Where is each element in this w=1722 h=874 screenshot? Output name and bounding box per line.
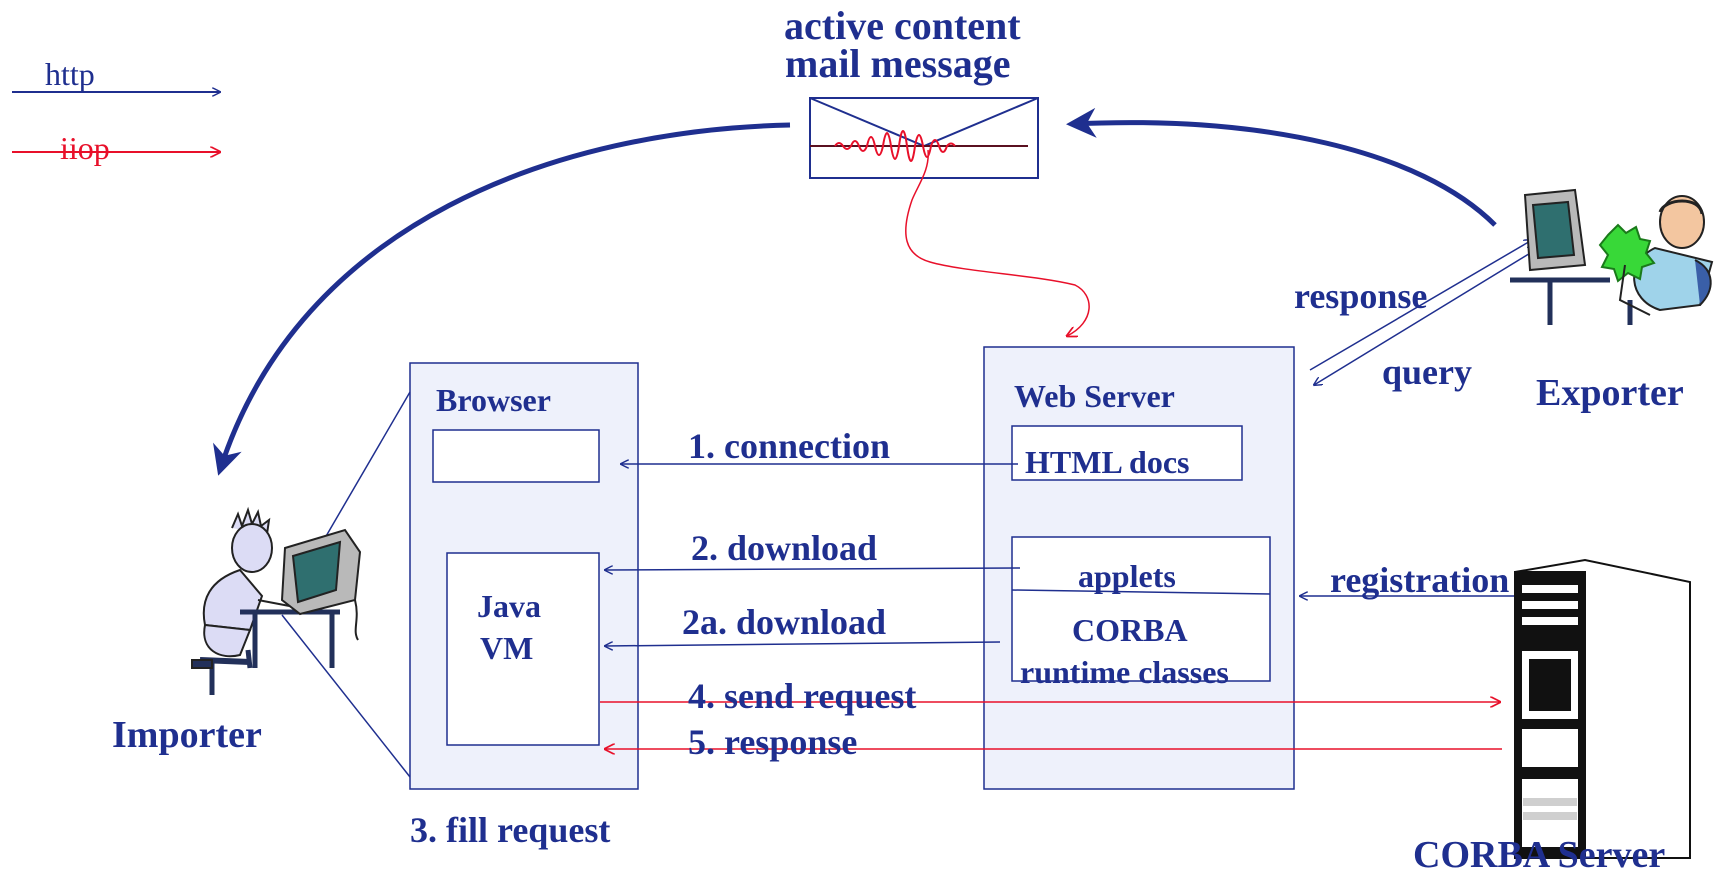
active-content-link [905, 149, 1090, 336]
importer-monitor-icon [280, 528, 362, 641]
java-vm-line2: VM [480, 630, 534, 666]
corba-runtime-line2: runtime classes [1020, 654, 1229, 690]
importer-label: Importer [112, 714, 262, 756]
importer-view-line-top [317, 391, 411, 551]
exporter-label: Exporter [1536, 372, 1684, 414]
legend-http-label: http [45, 56, 95, 92]
response-arrow [1309, 240, 1532, 371]
mail-to-importer-arrow [213, 122, 791, 476]
applets-label: applets [1078, 558, 1176, 594]
importer-person-icon [191, 506, 340, 695]
download-a-label: 2a. download [682, 602, 887, 642]
browser-address-bar [432, 429, 600, 483]
connection-label: 1. connection [688, 426, 890, 466]
corba-server-label: CORBA Server [1413, 834, 1666, 874]
response-label: response [1294, 276, 1428, 316]
html-docs-box [1011, 425, 1243, 481]
exporter-to-mail-arrow [1066, 107, 1497, 227]
corba-server-icon [1514, 558, 1691, 859]
mail-envelope-icon [809, 97, 1039, 179]
corba-runtime-line1: CORBA [1072, 612, 1188, 648]
html-docs-label: HTML docs [1025, 444, 1190, 480]
browser-title: Browser [436, 382, 551, 418]
download-arrow [605, 568, 1021, 570]
download-label: 2. download [691, 528, 878, 568]
applets-corba-box [1011, 536, 1271, 682]
send-request-label: 4. send request [688, 676, 917, 716]
response-iiop-label: 5. response [688, 722, 858, 762]
web-server-title: Web Server [1014, 378, 1175, 414]
mail-title-line2: mail message [785, 41, 1011, 86]
exporter-person-icon [1510, 188, 1714, 325]
applets-divider [1011, 589, 1271, 595]
query-arrow [1314, 251, 1533, 385]
query-label: query [1382, 352, 1472, 392]
fill-request-label: 3. fill request [410, 810, 611, 850]
java-vm-box [446, 552, 600, 746]
legend-iiop-label: iiop [60, 130, 110, 166]
java-vm-line1: Java [477, 588, 541, 624]
mail-title-line1: active content [784, 3, 1021, 48]
download-a-arrow [605, 641, 1001, 646]
registration-label: registration [1330, 560, 1510, 600]
importer-view-line-bottom [281, 614, 411, 778]
